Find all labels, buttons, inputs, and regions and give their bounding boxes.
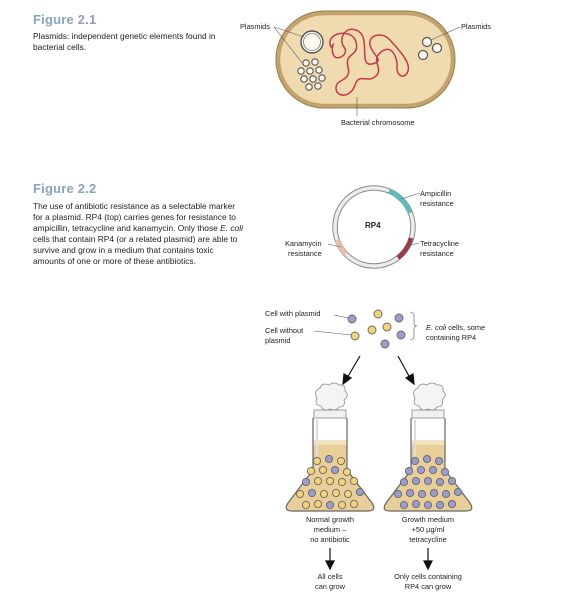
population-rest: cells, some — [446, 323, 485, 332]
rp4-plasmid — [332, 185, 416, 269]
figure-2-1-leader-lines — [273, 26, 461, 116]
result-arrows — [325, 548, 433, 571]
right-flask-cells — [393, 454, 463, 510]
population-label-line1: E. coli cells, some — [426, 323, 485, 332]
right-medium-line2: +50 µg/ml — [412, 525, 445, 534]
split-arrows — [342, 355, 415, 386]
figure-2-1-title: Figure 2.1 — [33, 12, 97, 27]
caption-line: bacterial cells. — [33, 42, 87, 52]
right-result-line1: Only cells containing — [394, 572, 462, 581]
plasmids-right-label: Plasmids — [461, 22, 491, 31]
tetracycline-label-line2: resistance — [420, 249, 454, 258]
left-medium-line3: no antibiotic — [310, 535, 350, 544]
right-plasmids — [417, 36, 443, 61]
caption-line: cells that contain RP4 (or a related pla… — [33, 234, 258, 245]
rp4-leader-lines — [327, 192, 421, 248]
large-plasmid — [300, 30, 324, 54]
ampicillin-label-line2: resistance — [420, 199, 454, 208]
left-result-line1: All cells — [317, 572, 342, 581]
bacterial-chromosome-label: Bacterial chromosome — [341, 118, 415, 127]
plasmids-left-label: Plasmids — [240, 22, 270, 31]
cell-with-plasmid-label: Cell with plasmid — [265, 309, 320, 318]
figure-2-1-caption: Plasmids: independent genetic elements f… — [33, 31, 233, 53]
caption-line: ampicillin, tetracycline and kanamycin. … — [33, 223, 243, 233]
cell-without-plasmid-label-line2: plasmid — [265, 336, 290, 345]
tetracycline-label-line1: Tetracycline — [420, 239, 459, 248]
cell-without-plasmid-label-line1: Cell without — [265, 326, 303, 335]
ampicillin-resistance-gene — [388, 188, 413, 214]
ampicillin-label-line1: Ampicillin — [420, 189, 451, 198]
rp4-label: RP4 — [365, 221, 381, 230]
bacterial-chromosome — [329, 28, 410, 96]
caption-species-name: E. coli — [220, 223, 243, 233]
caption-line: survive and grow in a medium that contai… — [33, 245, 214, 255]
population-species: E. coli — [426, 323, 446, 332]
flask-normal-medium — [285, 382, 375, 512]
population-label-line2: containing RP4 — [426, 333, 476, 342]
right-medium-line1: Growth medium — [402, 515, 454, 524]
left-medium-line2: medium – — [314, 525, 347, 534]
left-flask-cells — [295, 454, 365, 510]
kanamycin-label-line1: Kanamycin — [285, 239, 322, 248]
flask-tetracycline-medium — [383, 382, 473, 512]
left-medium-line1: Normal growth — [306, 515, 354, 524]
right-result-line2: RP4 can grow — [405, 582, 452, 591]
right-medium-line3: tetracycline — [409, 535, 446, 544]
cell-population — [347, 309, 406, 349]
caption-line: for a plasmid. RP4 (top) carries genes f… — [33, 212, 236, 222]
kanamycin-label-line2: resistance — [288, 249, 322, 258]
cell-leader-lines — [313, 311, 418, 341]
caption-line: The use of antibiotic resistance as a se… — [33, 201, 236, 211]
figure-2-2-caption: The use of antibiotic resistance as a se… — [33, 201, 258, 267]
caption-line: Plasmids: independent genetic elements f… — [33, 31, 216, 41]
figure-2-2-title: Figure 2.2 — [33, 181, 97, 196]
small-plasmid-cluster — [297, 58, 326, 91]
caption-line-start: cells that contain RP4 (or a related pla… — [33, 234, 238, 244]
tetracycline-resistance-gene — [396, 237, 414, 260]
caption-line: amounts of one or more of these antibiot… — [33, 256, 196, 266]
kanamycin-resistance-gene — [334, 239, 348, 256]
left-result-line2: can grow — [315, 582, 346, 591]
